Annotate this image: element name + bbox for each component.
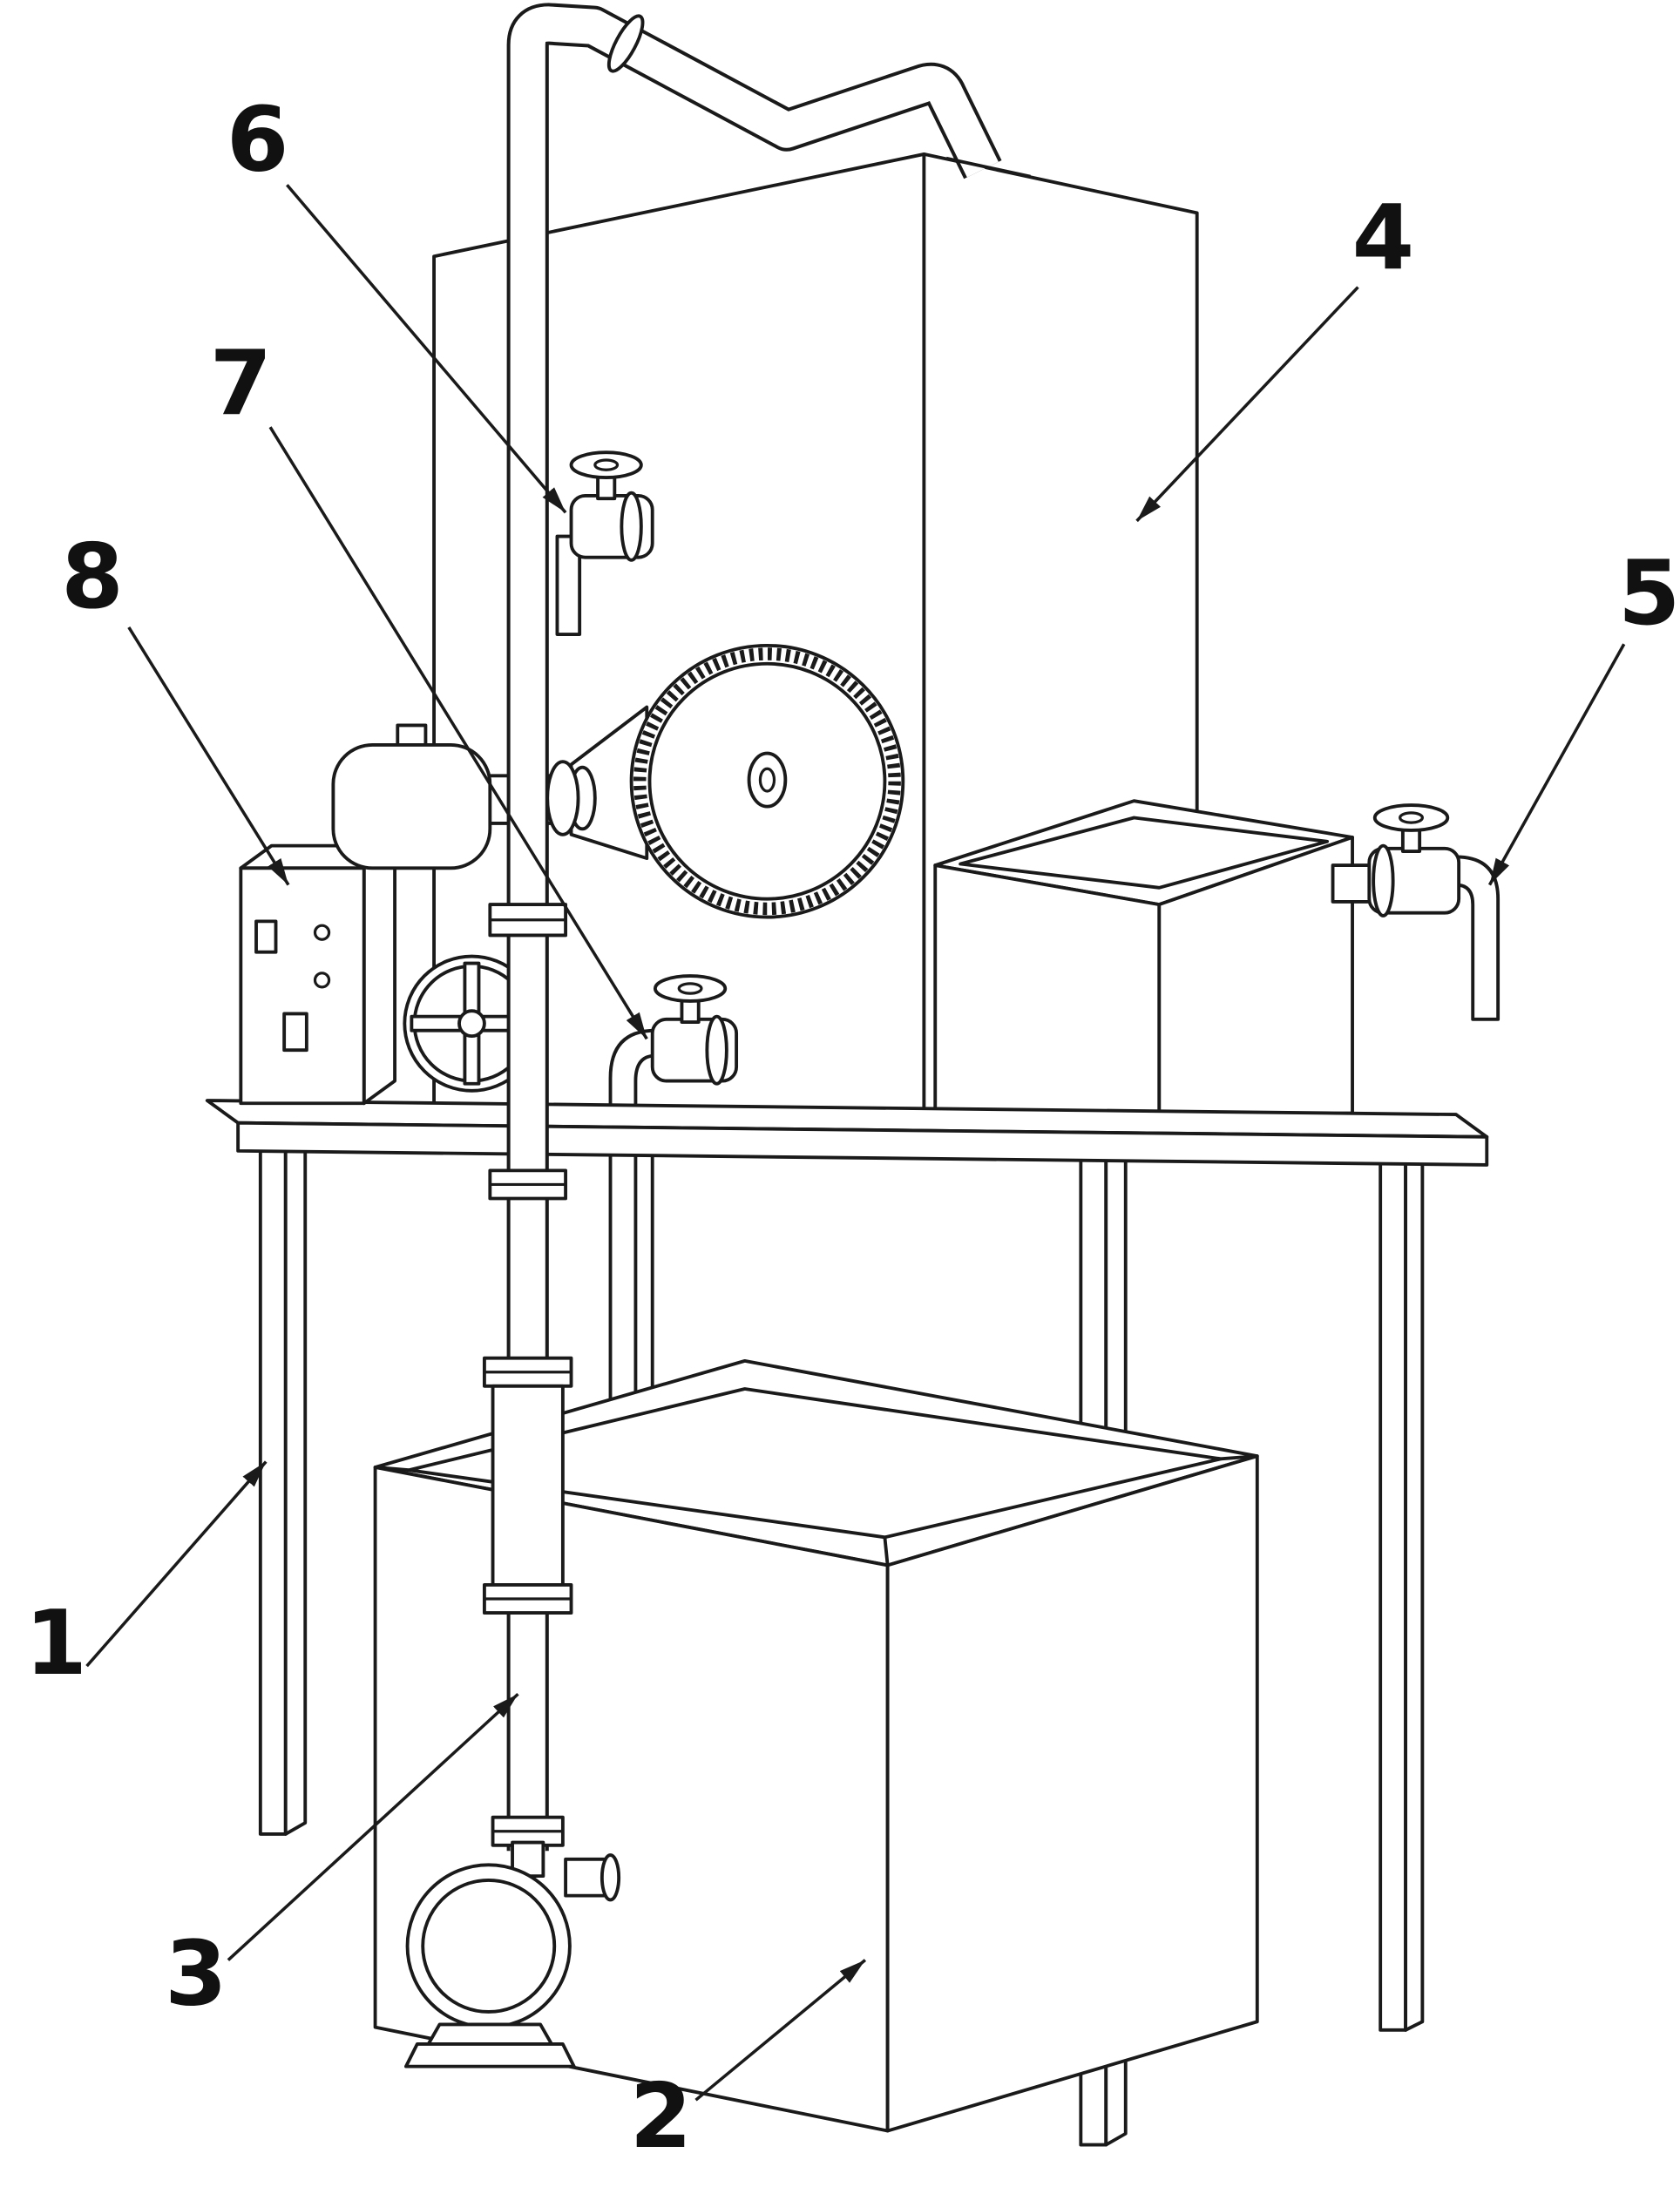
leader-line-4 [1135, 286, 1359, 523]
control-box-side [362, 843, 397, 1106]
table-leg-front-left [258, 1141, 308, 1836]
pump-outlet-flange [600, 1853, 621, 1902]
indicator-lamp [313, 924, 331, 941]
leader-line-5 [1487, 643, 1626, 886]
right-tank [933, 799, 1354, 1120]
riser-pipe [482, 3, 1031, 1852]
callout-8: 8 [61, 525, 124, 629]
leader-line-7 [268, 426, 648, 1040]
callout-5: 5 [1618, 542, 1680, 646]
cone-tip [545, 760, 580, 836]
callout-6: 6 [227, 89, 289, 193]
leader-line-1 [85, 1460, 268, 1668]
disc-teeth [633, 647, 901, 916]
leader-line-2 [694, 1959, 867, 2102]
callouts: 1 2 3 4 5 6 7 8 [24, 89, 1680, 2170]
table-leg-rear-right [1379, 1153, 1425, 2032]
leader-line-3 [227, 1692, 519, 1961]
valve-6 [555, 450, 654, 636]
flywheel [403, 954, 541, 1093]
pipe-flange-ring [606, 14, 645, 73]
valve-5-handwheel [1372, 803, 1450, 832]
indicator-window [254, 919, 278, 954]
callout-4: 4 [1352, 186, 1415, 290]
indicator-window [282, 1012, 308, 1053]
control-box [239, 866, 366, 1106]
pump-body [405, 1863, 572, 2029]
sight-glass [482, 1356, 573, 1615]
feed-cone-disc [474, 643, 905, 919]
pipe-flange [488, 903, 568, 938]
indicator-lamp [313, 972, 331, 989]
bottom-pump [404, 1815, 621, 2069]
leader-line-6 [286, 184, 567, 514]
callout-7: 7 [210, 332, 273, 436]
callout-2: 2 [630, 2065, 693, 2169]
valve-6-handwheel [569, 450, 643, 479]
callout-1: 1 [24, 1592, 87, 1696]
leader-lines [85, 184, 1626, 2102]
pump-base [426, 2022, 553, 2046]
callout-3: 3 [165, 1922, 227, 2026]
valve-5 [1331, 803, 1500, 1021]
flywheel-hub [457, 1009, 486, 1039]
leader-line-8 [127, 626, 290, 886]
control-unit [239, 723, 541, 1106]
valve-7 [608, 974, 739, 1125]
valve-7-flange [705, 1014, 728, 1086]
lower-tank-side [885, 1454, 1259, 2133]
valve-5-flange [1372, 843, 1395, 917]
pump-base-plate [404, 2041, 576, 2069]
valve-6-flange [620, 491, 643, 562]
disc-hub [747, 751, 788, 809]
valve-5-spout [1454, 855, 1500, 1021]
pump-cylinder [331, 743, 492, 870]
pipe-flange [488, 1168, 568, 1201]
valve-7-handwheel [653, 974, 728, 1003]
